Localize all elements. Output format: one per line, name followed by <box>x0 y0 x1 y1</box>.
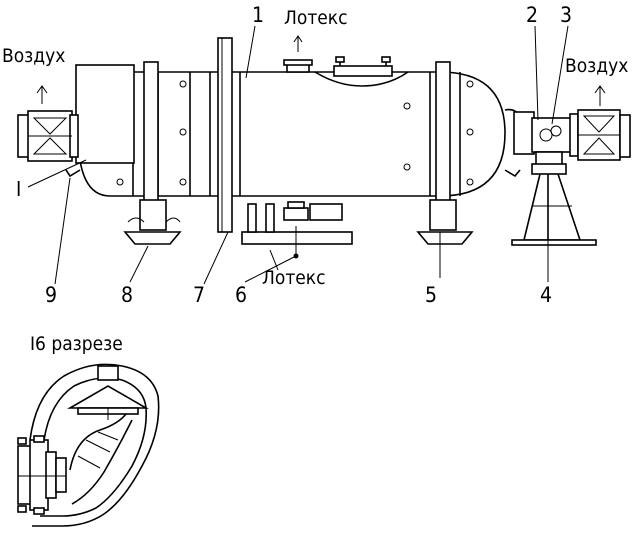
latex-label-bottom: Лотекс <box>262 267 326 289</box>
saddle-left <box>123 61 182 245</box>
callout-7: 7 <box>193 283 205 307</box>
callout-1: 1 <box>252 3 264 27</box>
callout-8: 8 <box>121 283 133 307</box>
right-air-nozzle <box>504 85 631 175</box>
callout-5: 5 <box>425 283 437 307</box>
air-label-right: Воздух <box>565 55 628 77</box>
drain-nozzles <box>65 169 521 178</box>
leader-lines <box>27 25 569 285</box>
air-label-left: Воздух <box>2 45 65 67</box>
callout-4: 4 <box>540 283 552 307</box>
section-title: I6 разрезе <box>30 333 123 355</box>
callout-2: 2 <box>526 3 538 27</box>
latex-label-top: Лотекс <box>284 7 348 29</box>
bottom-frame <box>241 201 353 259</box>
callout-9: 9 <box>45 283 57 307</box>
callout-3: 3 <box>560 3 572 27</box>
section-view <box>17 363 160 527</box>
saddle-right <box>416 61 474 245</box>
central-flange <box>217 37 233 233</box>
section-mark-label: I <box>16 177 21 201</box>
callout-6: 6 <box>235 283 247 307</box>
right-stand <box>511 173 597 246</box>
left-air-nozzle <box>17 64 135 164</box>
